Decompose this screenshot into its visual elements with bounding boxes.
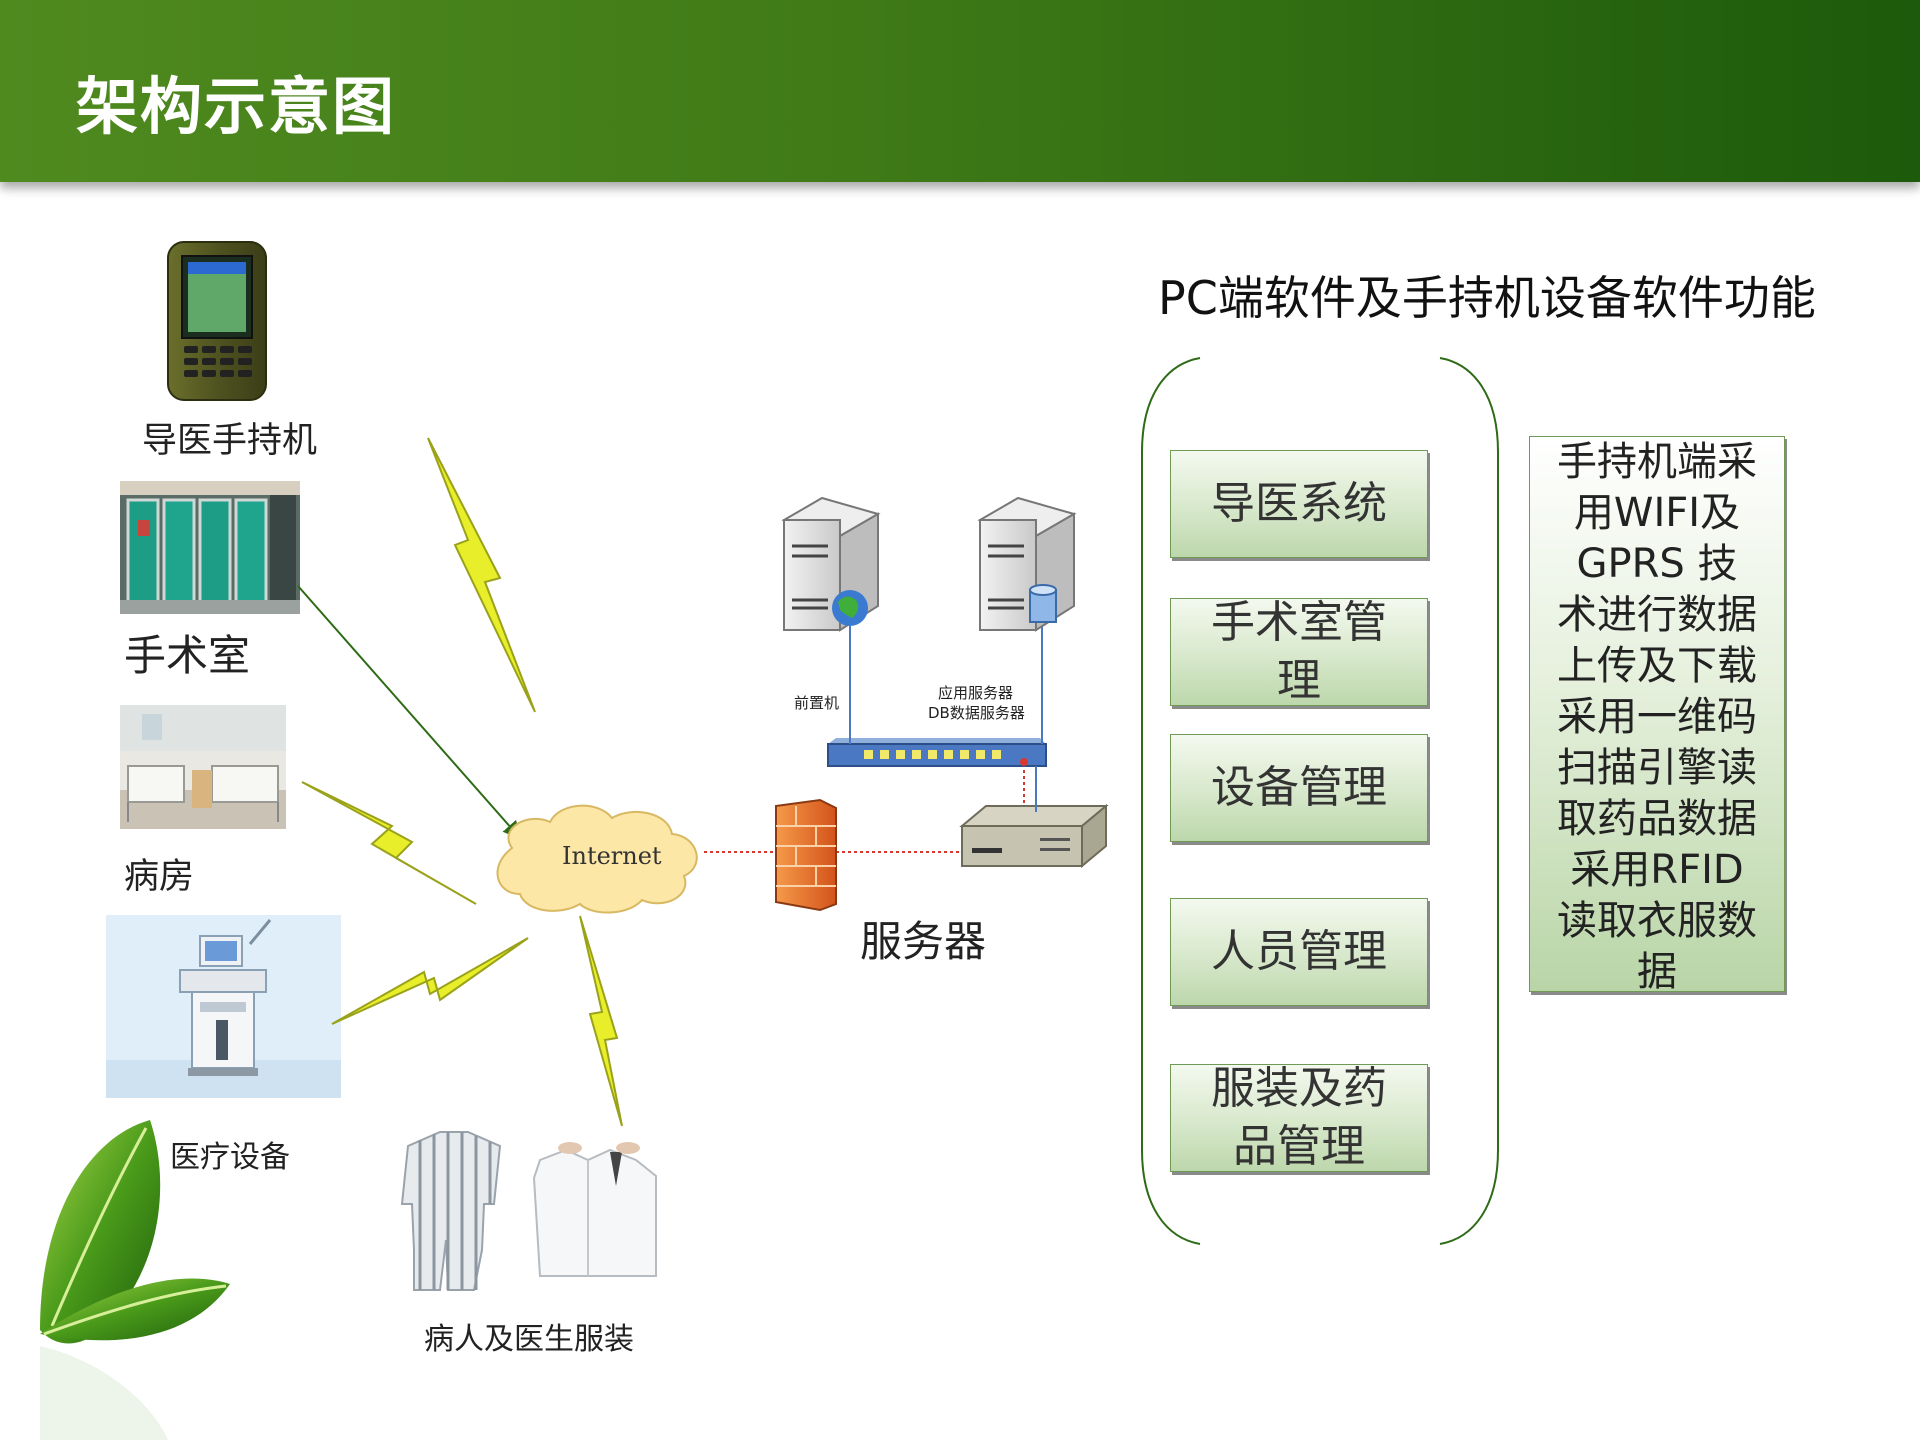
technology-note: 手持机端采 用WIFI及 GPRS 技 术进行数据 上传及下载 采用一维码 扫描…	[1529, 436, 1785, 995]
function-guide-system: 导医系统	[1170, 450, 1428, 558]
function-clothing-drug-management: 服装及药 品管理	[1170, 1063, 1428, 1172]
function-personnel-management: 人员管理	[1170, 898, 1428, 1006]
ward-image	[120, 705, 286, 829]
internet-cloud-icon	[496, 804, 698, 914]
network-links	[704, 770, 1025, 853]
medical-equipment-image	[106, 915, 341, 1098]
wireless-bolt-clothing-icon	[579, 915, 623, 1127]
functions-title: PC端软件及手持机设备软件功能	[1158, 271, 1816, 325]
wireless-bolt-ward-icon	[301, 781, 477, 905]
server-label: 服务器	[860, 917, 987, 966]
surgery-room-label: 手术室	[124, 631, 251, 680]
header-bar: 架构示意图	[0, 0, 1920, 182]
internet-label: Internet	[562, 842, 662, 870]
leaf-decoration-icon	[40, 1120, 230, 1440]
clothing-label: 病人及医生服装	[424, 1322, 634, 1357]
patient-clothing-image	[400, 1131, 502, 1291]
app-db-server-icon	[977, 496, 1077, 632]
wireless-bolt-handheld-icon	[427, 437, 536, 713]
function-surgery-management: 手术室管 理	[1170, 597, 1428, 706]
functions-bracket	[1141, 357, 1499, 1245]
surgery-room-image	[120, 481, 300, 614]
server-switch-links	[849, 626, 1043, 812]
doctor-coat-image	[532, 1142, 657, 1277]
app-server-label: 应用服务器	[938, 684, 1014, 702]
handheld-device-icon	[167, 241, 267, 401]
wireless-bolt-equipment-icon	[331, 937, 529, 1025]
front-server-icon	[781, 496, 881, 632]
firewall-icon	[775, 798, 837, 912]
db-server-label: DB数据服务器	[928, 704, 1025, 722]
medical-equipment-label: 医疗设备	[170, 1140, 290, 1175]
router-icon	[959, 803, 1109, 869]
surgery-to-internet-arrow	[297, 585, 522, 840]
switch-icon	[827, 738, 1047, 767]
handheld-label: 导医手持机	[142, 421, 318, 461]
front-server-label: 前置机	[794, 694, 840, 712]
ward-label: 病房	[124, 857, 195, 897]
function-equipment-management: 设备管理	[1170, 734, 1428, 842]
page-title: 架构示意图	[76, 70, 397, 143]
